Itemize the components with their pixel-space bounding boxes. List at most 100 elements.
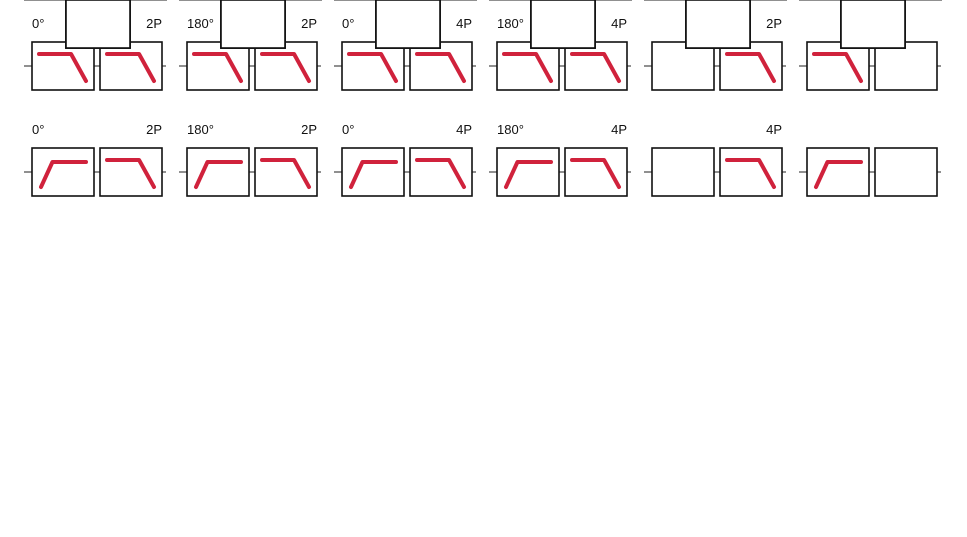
phase-label: 0° xyxy=(342,0,354,3)
filter-cell: 180° 4P xyxy=(489,122,631,197)
lowpass-curve-icon xyxy=(725,52,776,83)
lowpass-curve-icon xyxy=(570,52,621,83)
filter-cell: 180° 4P xyxy=(489,0,632,49)
order-label: 4P xyxy=(456,0,472,3)
lowpass-curve-icon xyxy=(812,52,863,83)
lowpass-curve-icon xyxy=(725,158,776,189)
filter-block-2 xyxy=(254,41,318,91)
order-label: 4P xyxy=(611,0,627,3)
lowpass-curve-icon xyxy=(105,158,156,189)
filter-block-1 xyxy=(31,41,95,91)
filter-block-2 xyxy=(564,147,628,197)
order-label: 2P xyxy=(301,16,317,31)
lowpass-curve-icon xyxy=(37,52,88,83)
lowpass-curve-icon xyxy=(502,52,553,83)
order-label: 4P xyxy=(611,16,627,31)
order-label: 4P xyxy=(456,0,472,3)
filter-cell: 0° 4P xyxy=(334,16,476,91)
order-label: 2P xyxy=(301,122,317,137)
order-label: 4P xyxy=(456,16,472,31)
order-label: 2P xyxy=(766,16,782,31)
filter-block-2 xyxy=(719,147,783,197)
filter-block-1 xyxy=(806,147,870,197)
phase-label: 180° xyxy=(497,0,524,3)
order-label: 4P xyxy=(456,122,472,137)
filter-block-1 xyxy=(341,147,405,197)
phase-label: 180° xyxy=(497,122,524,137)
filter-block-2 xyxy=(874,147,938,197)
order-label: 4P xyxy=(611,122,627,137)
phase-label: 180° xyxy=(187,0,214,3)
filter-cell: 0° 2P xyxy=(24,122,166,197)
filter-block-1 xyxy=(651,147,715,197)
highpass-curve-icon xyxy=(814,160,863,189)
filter-block-1 xyxy=(806,41,870,91)
order-label: 2P xyxy=(146,0,162,3)
order-label: 2P xyxy=(146,0,162,3)
filter-block-2 xyxy=(99,147,163,197)
lowpass-curve-icon xyxy=(260,158,311,189)
phase-label: 180° xyxy=(187,122,214,137)
filter-block-2 xyxy=(99,41,163,91)
phase-label: 0° xyxy=(32,122,44,137)
highpass-curve-icon xyxy=(349,160,398,189)
filter-block-1 xyxy=(186,41,250,91)
filter-cell xyxy=(799,0,942,49)
order-label: 4P xyxy=(766,0,782,3)
filter-block-1 xyxy=(496,41,560,91)
highpass-curve-icon xyxy=(39,160,88,189)
highpass-curve-icon xyxy=(194,160,243,189)
filter-block-1 xyxy=(31,147,95,197)
order-label: 4P xyxy=(766,122,782,137)
filter-block-2 xyxy=(719,41,783,91)
filter-cell: 180° 2P xyxy=(179,0,322,49)
lowpass-curve-icon xyxy=(347,52,398,83)
filter-cell: 2P xyxy=(644,16,786,91)
lowpass-curve-icon xyxy=(260,52,311,83)
filter-block-bottom xyxy=(531,0,596,49)
order-label: 2P xyxy=(146,16,162,31)
order-label: 2P xyxy=(146,122,162,137)
phase-label: 180° xyxy=(497,0,524,3)
lowpass-curve-icon xyxy=(192,52,243,83)
phase-label: 0° xyxy=(342,16,354,31)
highpass-curve-icon xyxy=(504,160,553,189)
lowpass-curve-icon xyxy=(415,158,466,189)
filter-cell: 0° 2P xyxy=(24,0,167,49)
filter-block-1 xyxy=(651,41,715,91)
filter-block-1 xyxy=(496,147,560,197)
phase-label: 0° xyxy=(32,0,44,3)
filter-block-bottom xyxy=(376,0,441,49)
phase-label: 0° xyxy=(342,122,354,137)
lowpass-curve-icon xyxy=(570,158,621,189)
filter-block-2 xyxy=(409,147,473,197)
filter-block-2 xyxy=(564,41,628,91)
filter-cell: 0° 4P xyxy=(334,0,477,49)
order-label: 4P xyxy=(611,0,627,3)
phase-label: 180° xyxy=(187,16,214,31)
filter-cell: 180° 2P xyxy=(179,16,321,91)
filter-block-bottom xyxy=(66,0,131,49)
filter-cell: 4P xyxy=(644,0,787,49)
order-label: 2P xyxy=(766,0,782,3)
filter-cell: 4P xyxy=(644,122,786,197)
filter-cell: 180° 4P xyxy=(489,16,631,91)
filter-cell xyxy=(799,147,941,197)
filter-block-1 xyxy=(341,41,405,91)
phase-label: 0° xyxy=(342,0,354,3)
filter-block-2 xyxy=(874,41,938,91)
filter-block-bottom xyxy=(686,0,751,49)
filter-block-2 xyxy=(409,41,473,91)
phase-label: 0° xyxy=(32,0,44,3)
filter-cell: 180° 2P xyxy=(179,122,321,197)
filter-cell: 0° 4P xyxy=(334,122,476,197)
filter-block-1 xyxy=(186,147,250,197)
lowpass-curve-icon xyxy=(105,52,156,83)
filter-block-bottom xyxy=(840,0,906,49)
order-label: 2P xyxy=(301,0,317,3)
filter-cell: 0° 2P xyxy=(24,16,166,91)
filter-cell xyxy=(799,41,941,91)
phase-label: 0° xyxy=(32,16,44,31)
phase-label: 180° xyxy=(497,16,524,31)
